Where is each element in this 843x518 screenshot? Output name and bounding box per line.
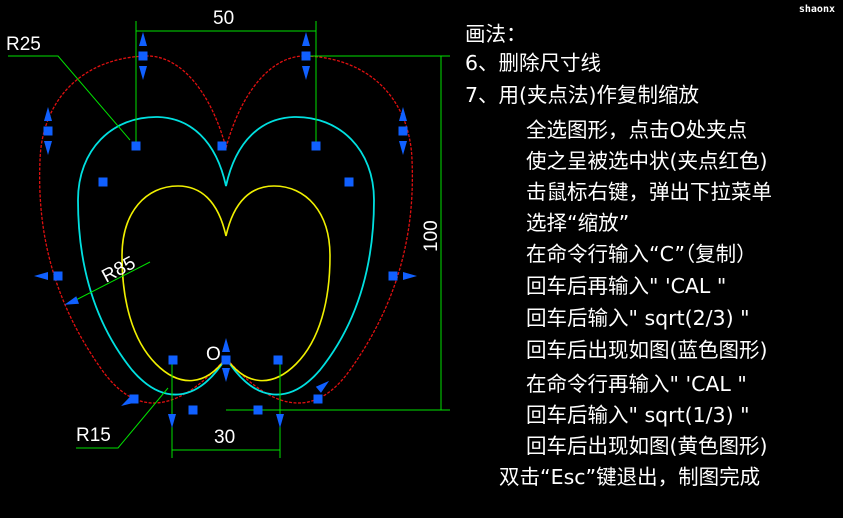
instruction-line: 回车后输入" sqrt(2/3) " [526, 306, 750, 330]
instruction-step-7: 7、用(夹点法)作复制缩放 [465, 83, 700, 107]
grip-point[interactable] [43, 126, 53, 136]
arrowhead [399, 141, 407, 155]
arrowhead [222, 368, 230, 382]
dimension-lines [8, 21, 450, 458]
instruction-line: 全选图形，点击O处夹点 [526, 118, 748, 142]
grip-point[interactable] [53, 271, 63, 281]
arrowhead [139, 32, 147, 46]
grip-point[interactable] [221, 355, 231, 365]
dimension-arrows [34, 32, 417, 428]
arrowhead [64, 296, 80, 305]
grip-point[interactable] [311, 141, 321, 151]
arrowhead [222, 338, 230, 352]
dim-30-label: 30 [214, 427, 235, 448]
grip-point[interactable] [253, 405, 263, 415]
r25-label: R25 [6, 34, 41, 55]
dim-50-label: 50 [213, 8, 234, 29]
grip-point[interactable] [188, 405, 198, 415]
grip-point[interactable] [301, 51, 311, 61]
arrowhead [34, 272, 48, 280]
instruction-line: 在命令行再输入" 'CAL " [526, 372, 747, 396]
grip-points [43, 51, 408, 415]
arrowhead [44, 141, 52, 155]
r85-leader [71, 261, 151, 303]
instruction-line: 回车后再输入" 'CAL " [526, 274, 727, 298]
instruction-line: 选择“缩放” [526, 211, 630, 235]
r15-label: R15 [76, 425, 111, 446]
arrowhead [302, 66, 310, 80]
arrowhead [168, 414, 176, 428]
grip-point[interactable] [273, 355, 283, 365]
grip-point[interactable] [129, 394, 139, 404]
arrowhead [403, 272, 417, 280]
instruction-line: 使之呈被选中状(夹点红色) [526, 149, 768, 173]
grip-point[interactable] [138, 51, 148, 61]
instruction-line: 回车后出现如图(黄色图形) [526, 434, 768, 458]
grip-point[interactable] [398, 126, 408, 136]
dim-100-label: 100 [421, 220, 442, 252]
arrowhead [276, 414, 284, 428]
watermark: shaonx [798, 4, 835, 15]
instructions-title: 画法： [465, 22, 527, 46]
instruction-step-6: 6、删除尺寸线 [465, 51, 602, 75]
origin-label-o: O [206, 344, 221, 365]
instruction-line: 回车后输入" sqrt(1/3) " [526, 403, 750, 427]
instruction-line: 在命令行输入“C”（复制） [526, 242, 757, 266]
grip-point[interactable] [344, 177, 354, 187]
instruction-line: 击鼠标右键，弹出下拉菜单 [526, 180, 772, 204]
arrowhead [44, 107, 52, 121]
arrowhead [302, 32, 310, 46]
grip-point[interactable] [313, 394, 323, 404]
grip-point[interactable] [98, 177, 108, 187]
r25-leader [8, 55, 131, 141]
grip-point[interactable] [131, 141, 141, 151]
grip-point[interactable] [388, 271, 398, 281]
arrowhead [399, 107, 407, 121]
instruction-line: 回车后出现如图(蓝色图形) [526, 338, 768, 362]
grip-point[interactable] [217, 141, 227, 151]
r15-leader [76, 387, 169, 449]
r85-label: R85 [98, 253, 139, 288]
grip-point[interactable] [168, 355, 178, 365]
arrowhead [139, 66, 147, 80]
instruction-finish: 双击“Esc”键退出，制图完成 [499, 465, 761, 489]
arrowhead [315, 380, 330, 393]
